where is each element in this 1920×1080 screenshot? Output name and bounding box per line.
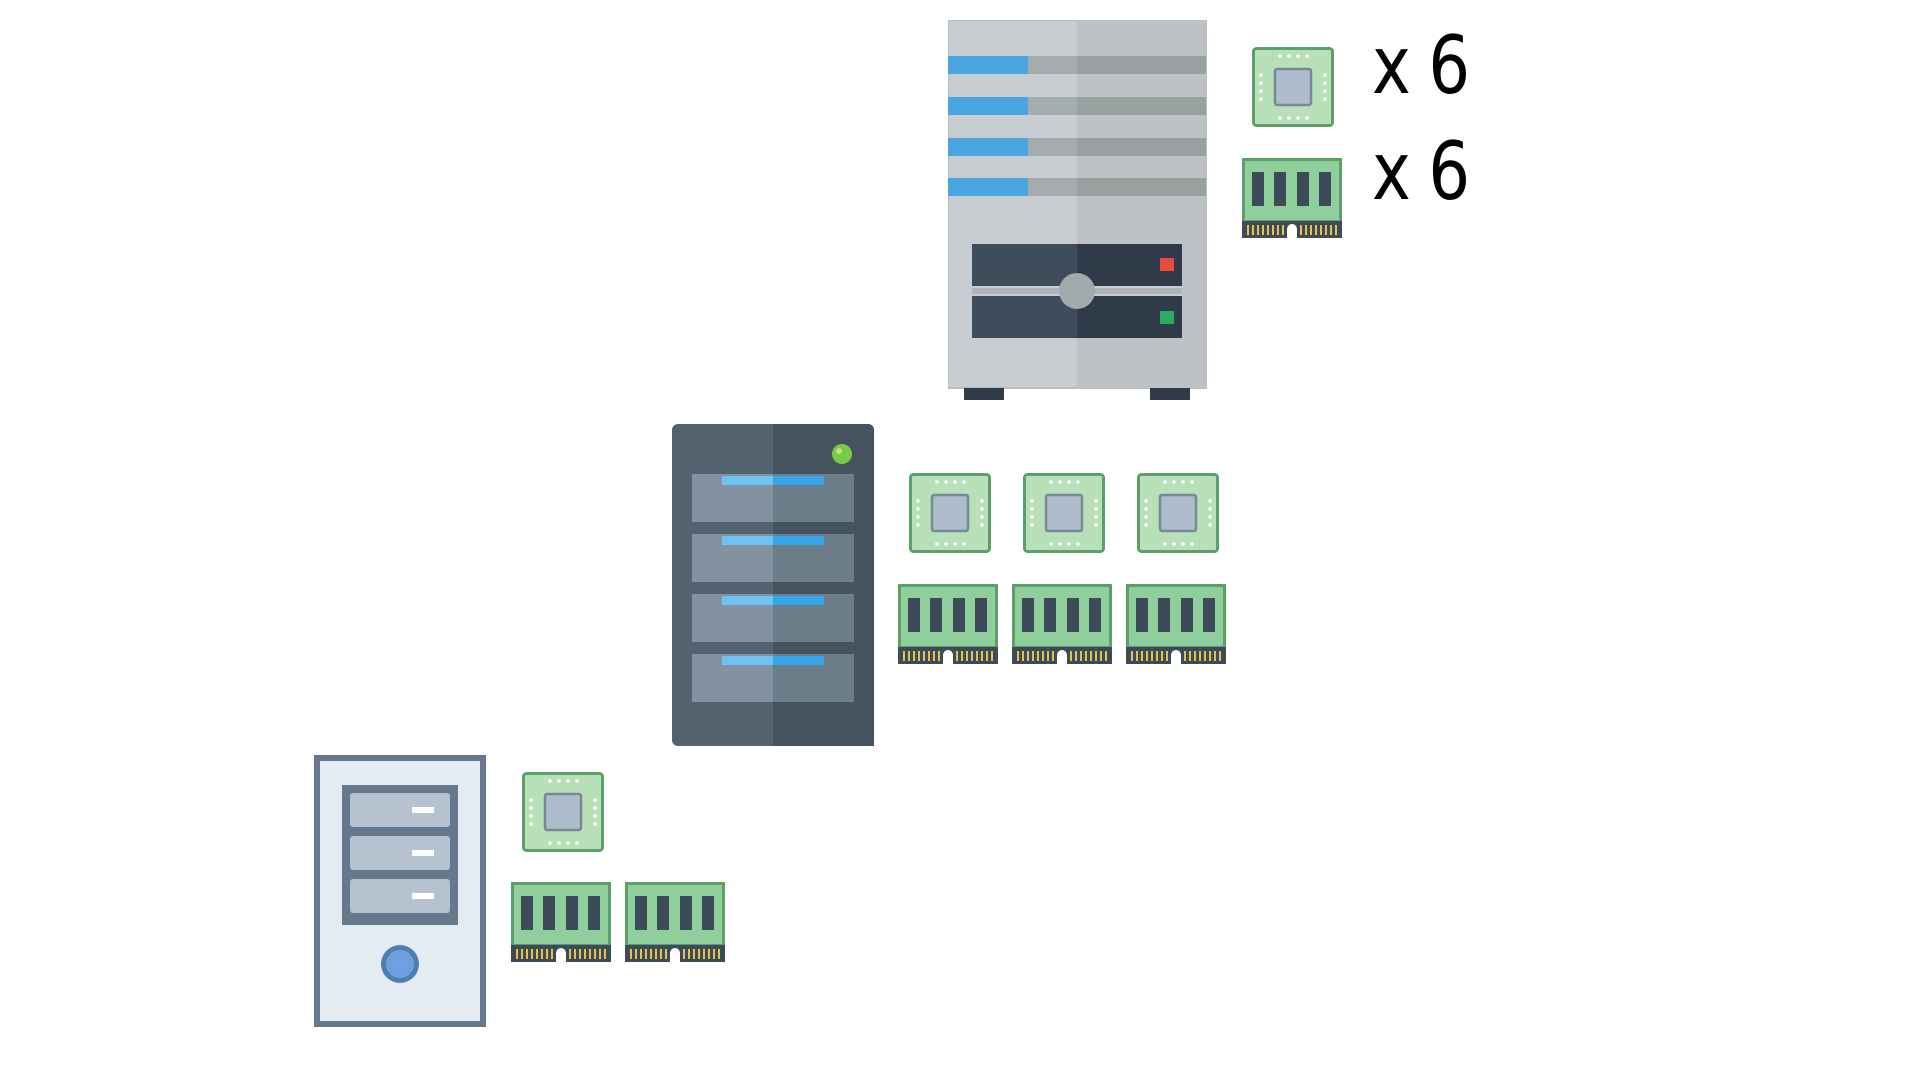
ram-module-icon [511,882,611,962]
large-server-icon [948,20,1207,400]
cpu-multiplier-label: x 6 [1372,19,1470,112]
cpu-chip-icon [522,772,604,852]
ram-module-icon [898,584,998,664]
cpu-chip-icon [909,473,991,553]
ram-module-icon [1126,584,1226,664]
cpu-chip-icon [1137,473,1219,553]
ram-module-icon [625,882,725,962]
ram-module-icon [1012,584,1112,664]
cpu-chip-icon [1023,473,1105,553]
cpu-chip-icon [1252,47,1334,127]
server-tower-icon [672,424,874,746]
desktop-tower-icon [314,755,486,1027]
ram-multiplier-label: x 6 [1372,125,1470,218]
ram-module-icon [1242,158,1342,238]
